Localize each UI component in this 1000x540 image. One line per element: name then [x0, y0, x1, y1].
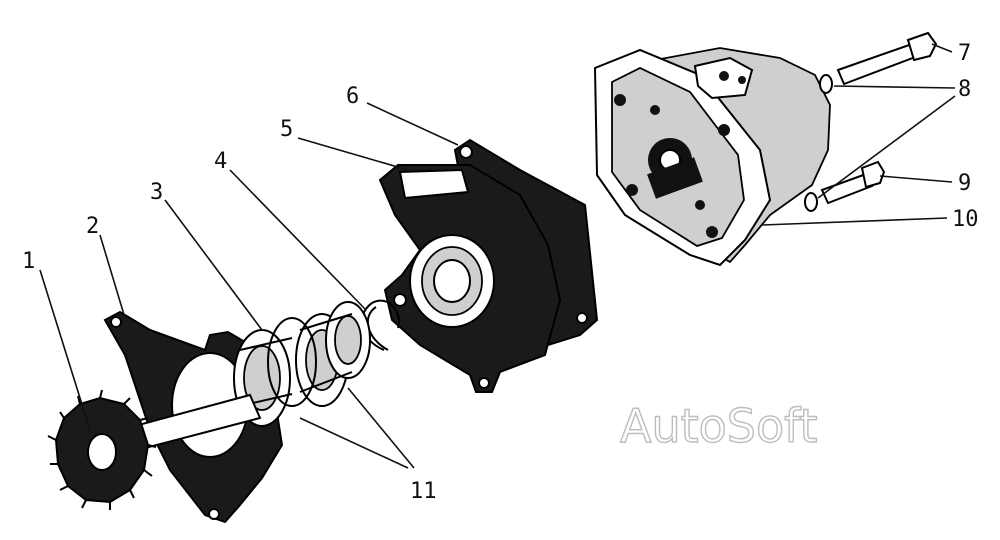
callout-2: 2: [86, 214, 99, 239]
callout-8: 8: [958, 77, 971, 102]
callout-6: 6: [346, 84, 359, 109]
short-bolt-part-9: [820, 160, 886, 205]
callout-1: 1: [22, 249, 35, 274]
watermark: AutoSoft: [620, 399, 818, 453]
bearings-part-11: [233, 301, 371, 427]
pump-housing-part-10: [593, 47, 831, 267]
long-bolt-part-7: [836, 31, 938, 86]
washer-part-8: [804, 74, 833, 212]
leader-lines: [39, 43, 956, 469]
shaft-gear-part-1: [47, 389, 262, 510]
callout-7: 7: [958, 41, 971, 66]
callout-3: 3: [150, 180, 163, 205]
callout-4: 4: [214, 149, 227, 174]
callout-10: 10: [952, 207, 979, 232]
callout-11: 11: [410, 479, 437, 504]
flange-housing-part-5: [378, 164, 562, 393]
callout-labels: 1 2 3 4 5 6 7 8 9 10 11: [22, 41, 979, 504]
callout-5: 5: [280, 117, 293, 142]
spacer-ring-part-3: [267, 317, 317, 407]
callout-9: 9: [958, 171, 971, 196]
